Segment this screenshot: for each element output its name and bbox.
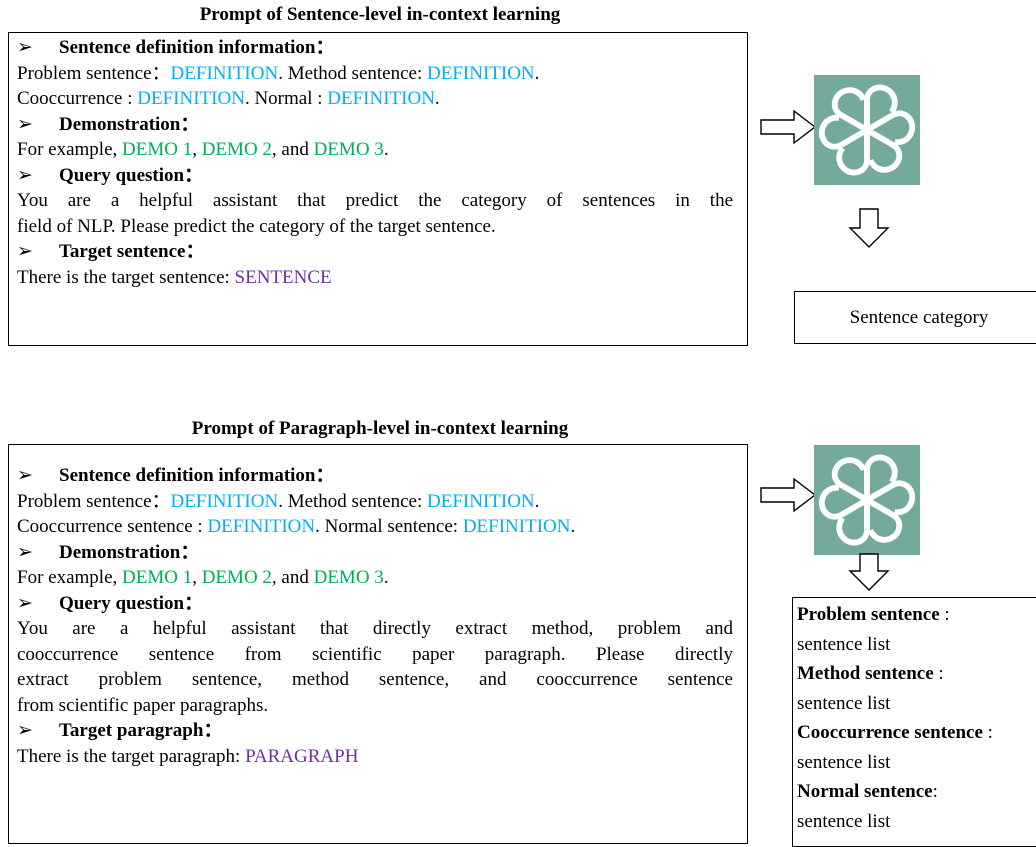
paragraph-level-title: Prompt of Paragraph-level in-context lea… [191,418,569,439]
bullet-arrow-icon: ➢ [17,164,33,186]
query-line-1: You are a helpful assistant that directl… [17,618,733,639]
sentence-category-output: Sentence category [794,291,1036,344]
def-line-2: Cooccurrence : DEFINITION. Normal : DEFI… [17,88,440,109]
query-line-1: You are a helpful assistant that predict… [17,190,733,211]
bullet-arrow-icon: ➢ [17,113,33,135]
output-value: sentence list [797,692,891,714]
chatgpt-logo-icon [814,445,920,555]
target-line: There is the target paragraph: PARAGRAPH [17,745,359,767]
demo-heading: Demonstration： [59,113,200,135]
hollow-arrow-right-icon [760,477,817,513]
query-heading: Query question： [59,164,204,186]
sentence-level-title: Prompt of Sentence-level in-context lear… [199,4,561,25]
paragraph-level-prompt-box: ➢ Sentence definition information： Proble… [8,444,748,844]
hollow-arrow-right-icon [760,109,817,145]
output-label: Cooccurrence sentence [797,722,983,743]
bullet-arrow-icon: ➢ [17,720,33,741]
bullet-arrow-icon: ➢ [17,465,33,486]
target-line: There is the target sentence: SENTENCE [17,266,332,288]
bullet-arrow-icon: ➢ [17,592,33,614]
output-value: sentence list [797,810,891,832]
paragraph-output-list: Problem sentence : sentence list Method … [792,597,1036,847]
chatgpt-logo-icon [814,75,920,185]
hollow-arrow-down-icon [848,208,890,248]
def-line-1: Problem sentence：DEFINITION. Method sent… [17,62,540,84]
bullet-arrow-icon: ➢ [17,241,33,262]
def-line-1: Problem sentence：DEFINITION. Method sent… [17,490,540,512]
query-line-2: cooccurrence sentence from scientific pa… [17,643,733,665]
def-line-2: Cooccurrence sentence : DEFINITION. Norm… [17,516,576,537]
def-heading: Sentence definition information： [59,465,335,486]
output-label: Problem sentence [797,604,940,625]
target-heading: Target paragraph： [59,720,223,741]
output-label: Normal sentence [797,781,933,802]
query-line-3: extract problem sentence, method sentenc… [17,669,733,690]
output-item: Normal sentence: [797,781,938,802]
target-heading: Target sentence： [59,241,205,262]
bullet-arrow-icon: ➢ [17,37,33,58]
output-item: Cooccurrence sentence : [797,722,993,743]
output-value: sentence list [797,751,891,773]
demo-heading: Demonstration： [59,541,200,563]
output-value: sentence list [797,633,891,655]
demo-line: For example, DEMO 1, DEMO 2, and DEMO 3. [17,567,389,588]
output-item: Method sentence : [797,663,944,684]
demo-line: For example, DEMO 1, DEMO 2, and DEMO 3. [17,139,389,160]
output-item: Problem sentence : [797,604,950,625]
query-line-2: field of NLP. Please predict the categor… [17,215,496,237]
bullet-arrow-icon: ➢ [17,541,33,563]
output-label: Method sentence [797,663,934,684]
def-heading: Sentence definition information： [59,37,335,58]
sentence-level-prompt-box: ➢ Sentence definition information： Proble… [8,32,748,346]
query-line-4: from scientific paper paragraphs. [17,694,269,716]
query-heading: Query question： [59,592,204,614]
hollow-arrow-down-icon [848,553,890,591]
